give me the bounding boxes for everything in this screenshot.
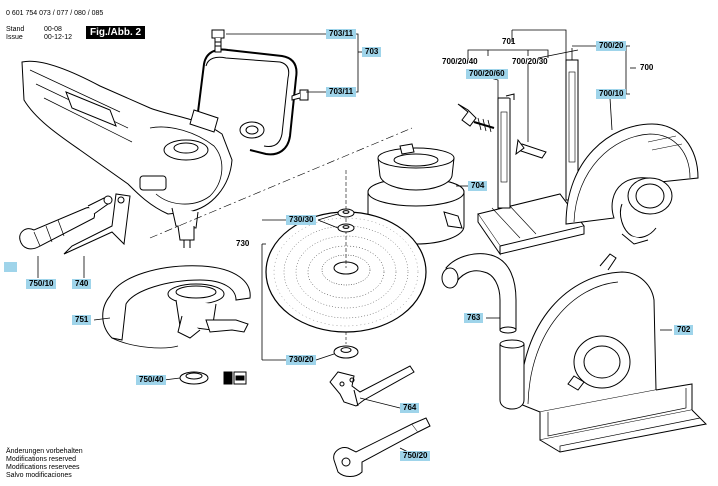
wing-screw xyxy=(457,103,547,159)
stand-value: 00-08 xyxy=(44,26,62,33)
nut-730-20 xyxy=(333,332,359,359)
label-750-40: 750/40 xyxy=(136,375,167,385)
label-763: 763 xyxy=(464,313,484,323)
label-700-20-60: 700/20/60 xyxy=(466,69,508,79)
issue-value: 00-12-12 xyxy=(44,34,73,41)
label-700-20: 700/20 xyxy=(596,41,627,51)
label-700: 700 xyxy=(640,63,654,72)
label-700-20-30: 700/20/30 xyxy=(512,57,548,66)
flange-750-40 xyxy=(179,371,247,385)
footer-line-es: Salvo modificaciones xyxy=(6,472,72,479)
bracket-703 xyxy=(189,48,298,156)
cutting-guide-701 xyxy=(477,59,585,256)
figure-label: Fig./Abb. 2 xyxy=(86,26,146,39)
disc-730 xyxy=(265,170,427,333)
issue-label: Issue xyxy=(6,34,23,41)
label-750-20: 750/20 xyxy=(400,451,431,461)
label-740: 740 xyxy=(72,279,92,289)
footer-line-en: Modifications reserved xyxy=(6,456,77,463)
label-730-30: 730/30 xyxy=(286,215,317,225)
label-703-11-bottom: 703/11 xyxy=(326,87,357,97)
aux-handle xyxy=(19,195,113,250)
label-703: 703 xyxy=(362,47,382,57)
label-703-11-top: 703/11 xyxy=(326,29,357,39)
hose-763 xyxy=(441,253,517,334)
wrench-764 xyxy=(329,365,415,407)
footer-line-de: Änderungen vorbehalten xyxy=(6,448,83,455)
label-704: 704 xyxy=(468,181,488,191)
label-730: 730 xyxy=(236,239,250,248)
footer-line-fr: Modifications reservees xyxy=(6,464,80,471)
label-764: 764 xyxy=(400,403,420,413)
label-700-20-40: 700/20/40 xyxy=(442,57,478,66)
grinder-body xyxy=(21,60,233,248)
bracket-740 xyxy=(63,193,131,255)
label-702: 702 xyxy=(674,325,694,335)
label-700-10: 700/10 xyxy=(596,89,627,99)
stand-label: Stand xyxy=(6,26,25,33)
color-swatch xyxy=(4,262,17,272)
guard-751 xyxy=(102,265,251,349)
label-751: 751 xyxy=(72,315,92,325)
part-numbers: 0 601 754 073 / 077 / 080 / 085 xyxy=(6,10,104,17)
adapter-704 xyxy=(367,143,465,245)
wrench-750-20 xyxy=(333,417,431,477)
guard-700 xyxy=(565,123,699,245)
label-750-10: 750/10 xyxy=(26,279,57,289)
washers-730-30 xyxy=(337,208,355,233)
label-730-20: 730/20 xyxy=(286,355,317,365)
dust-guard-702 xyxy=(499,253,708,453)
screws-703-11 xyxy=(211,29,309,101)
label-701: 701 xyxy=(502,37,516,46)
footer-notes: Änderungen vorbehalten Modifications res… xyxy=(6,448,83,480)
